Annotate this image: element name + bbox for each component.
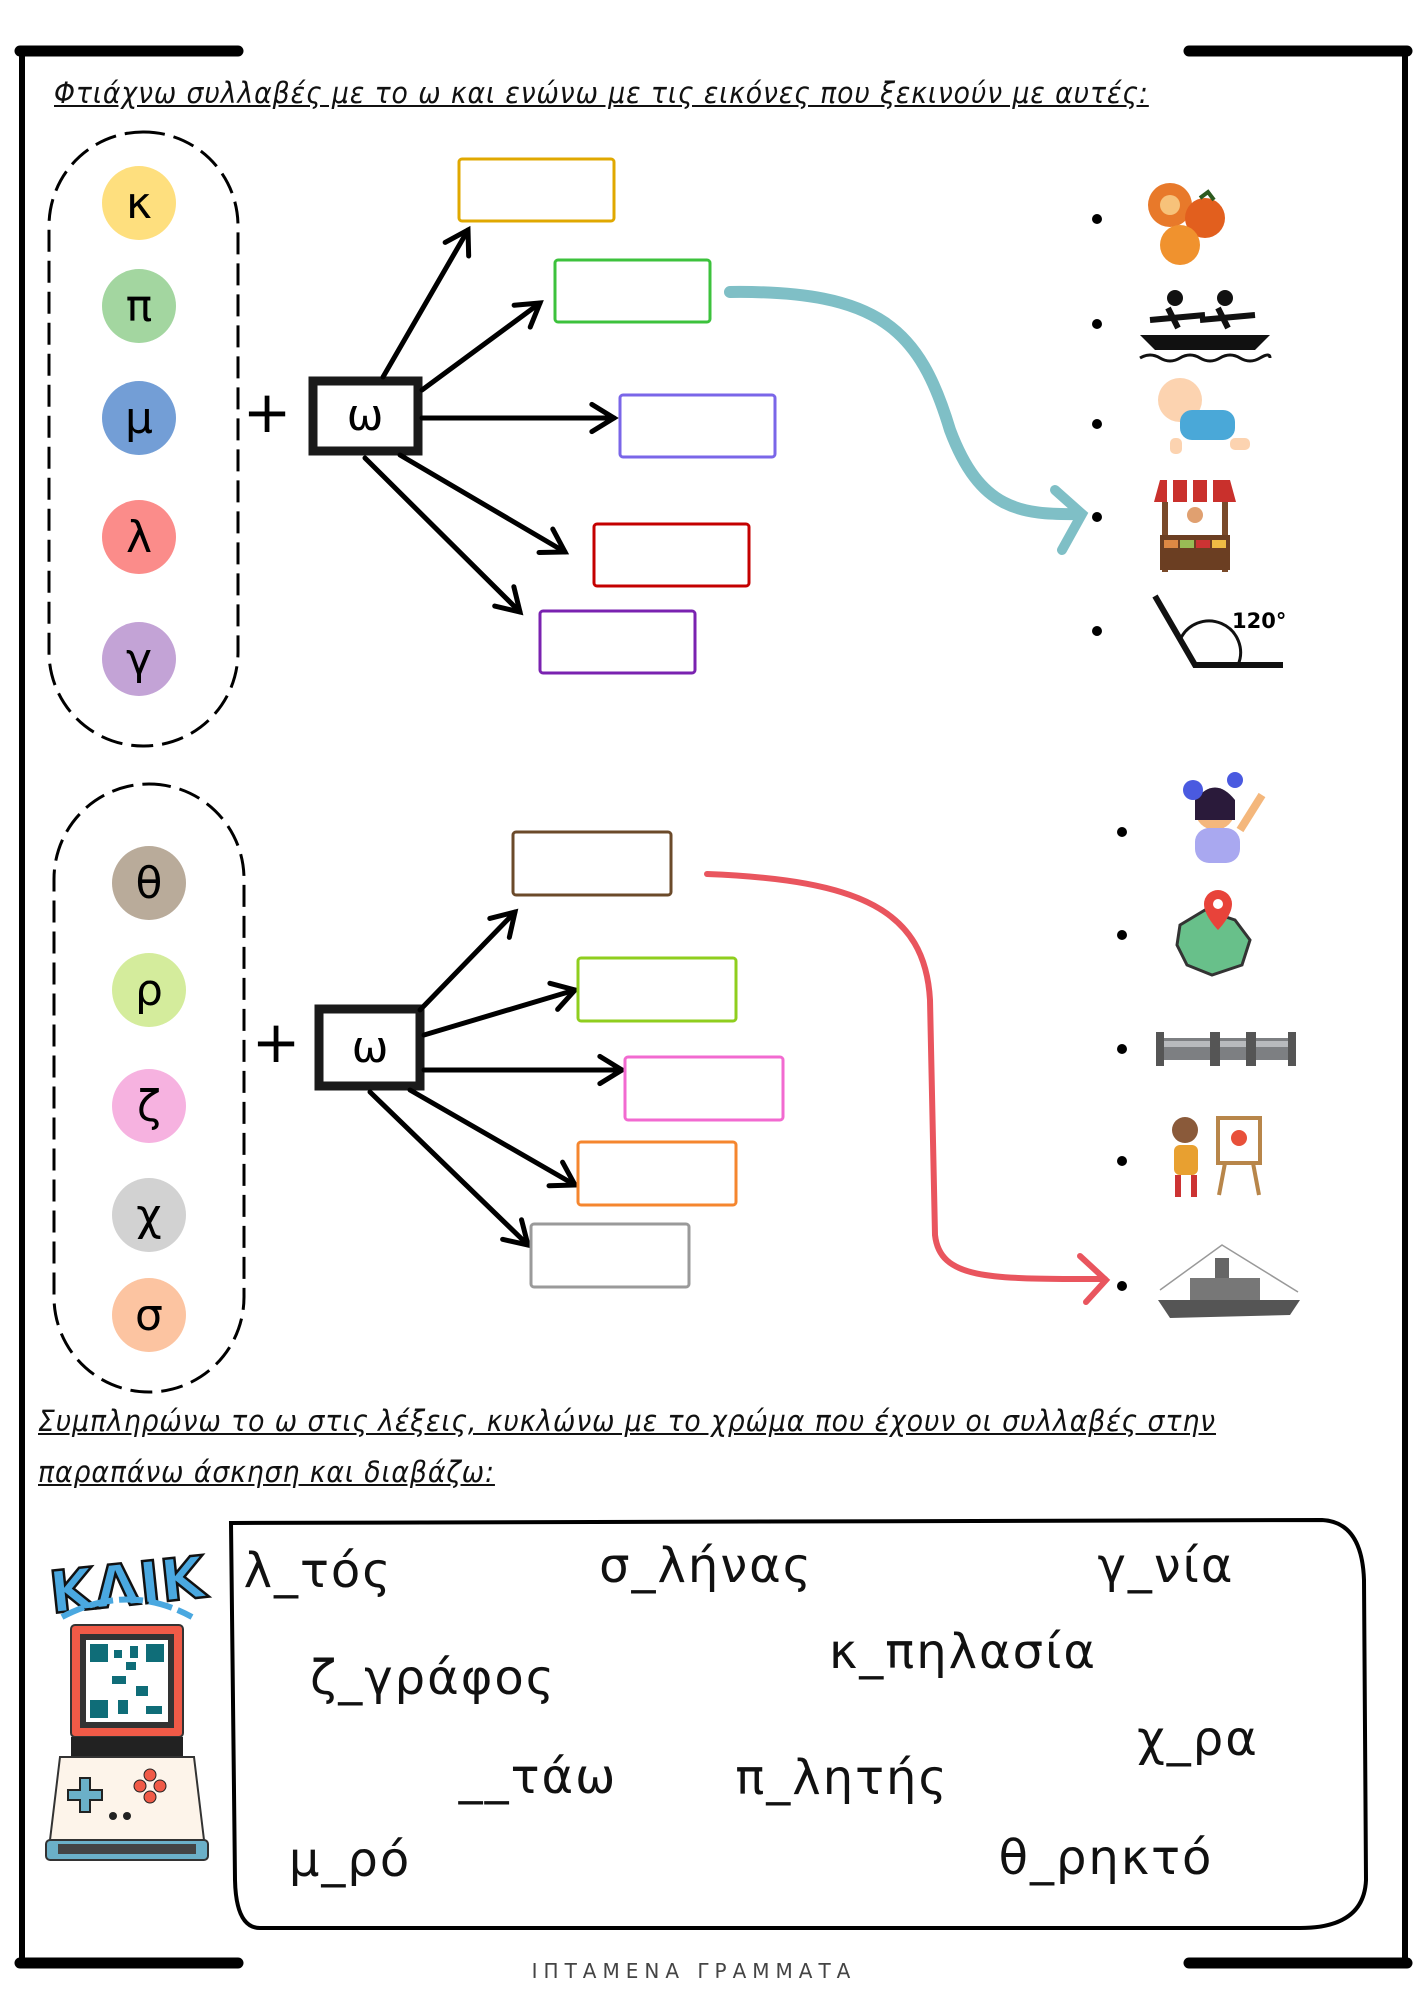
answer-box[interactable] bbox=[511, 830, 673, 897]
word-item: κ_πηλασία bbox=[829, 1624, 1097, 1680]
klik-qr-console: ΚΛΙΚ bbox=[45, 1542, 212, 1861]
word-item: ζ_γράφος bbox=[310, 1650, 556, 1706]
arrows-group bbox=[362, 225, 627, 1249]
letter-label: λ bbox=[126, 512, 152, 563]
instruction-2-line2: παραπάνω άσκηση και διαβάζω: bbox=[38, 1455, 495, 1489]
letter-circle bbox=[102, 269, 176, 343]
letter-circle bbox=[112, 846, 186, 920]
letter-label: σ bbox=[135, 1290, 163, 1341]
words-box bbox=[228, 1517, 1369, 1930]
angle-image: 120° bbox=[1152, 594, 1286, 668]
confused-girl-image bbox=[1183, 772, 1266, 863]
answer-box[interactable] bbox=[538, 609, 697, 675]
market-stall-image bbox=[1154, 480, 1236, 572]
plus-sign-1: + bbox=[243, 378, 292, 446]
answer-box[interactable] bbox=[592, 522, 751, 588]
word-item: θ_ρηκτό bbox=[998, 1830, 1214, 1886]
letter-label: κ bbox=[126, 178, 152, 229]
example-connector-1 bbox=[724, 285, 1089, 555]
omega-letter-2: ω bbox=[352, 1022, 389, 1073]
arrow bbox=[407, 1087, 580, 1189]
letters-capsule-2 bbox=[52, 782, 246, 1394]
word-item: λ_τός bbox=[243, 1543, 393, 1599]
word-item: __τάω bbox=[458, 1749, 618, 1805]
example-connector-2 bbox=[704, 871, 1111, 1305]
answer-box[interactable] bbox=[576, 1140, 738, 1207]
footer-brand: ΙΠΤΑΜΕΝΑ ΓΡΑΜΜΑΤΑ bbox=[531, 1959, 857, 1983]
omega-letter-1: ω bbox=[347, 390, 384, 441]
arrow bbox=[417, 908, 519, 1013]
map-pin-image bbox=[1175, 890, 1252, 977]
letter-circle bbox=[102, 166, 176, 240]
arrow bbox=[380, 225, 472, 380]
arrow bbox=[421, 980, 580, 1038]
letter-circle bbox=[112, 1278, 186, 1352]
letter-circle bbox=[112, 1178, 186, 1252]
battleship-image bbox=[1158, 1244, 1300, 1318]
arrow bbox=[421, 1053, 627, 1087]
omega-box-2 bbox=[314, 1004, 425, 1091]
answer-box[interactable] bbox=[618, 393, 777, 459]
letter-label: π bbox=[126, 281, 153, 332]
word-item: σ_λήνας bbox=[599, 1538, 813, 1594]
plus-sign-2: + bbox=[252, 1008, 301, 1076]
letter-label: ρ bbox=[135, 965, 163, 1016]
letter-label: μ bbox=[125, 393, 153, 444]
arrow bbox=[419, 300, 544, 393]
arrow bbox=[419, 401, 619, 435]
letters-capsule-1 bbox=[47, 130, 240, 748]
instruction-2-line1: Συμπληρώνω το ω στις λέξεις, κυκλώνω με … bbox=[38, 1404, 1217, 1438]
answer-box[interactable] bbox=[529, 1222, 691, 1289]
answer-box[interactable] bbox=[623, 1055, 785, 1122]
letter-circle bbox=[102, 381, 176, 455]
rowing-image bbox=[1139, 290, 1272, 363]
letter-label: γ bbox=[126, 634, 152, 685]
page-frame bbox=[14, 45, 1413, 1969]
omega-box-1 bbox=[308, 376, 423, 456]
angle-label: 120° bbox=[1232, 609, 1286, 633]
answer-box[interactable] bbox=[553, 258, 712, 324]
pipe-image bbox=[1156, 1032, 1296, 1066]
letter-circle bbox=[112, 953, 186, 1027]
letter-circle bbox=[112, 1069, 186, 1143]
bullets bbox=[1092, 214, 1127, 1291]
word-item: μ_ρό bbox=[288, 1832, 412, 1888]
letter-label: θ bbox=[136, 858, 163, 909]
letter-circle bbox=[102, 500, 176, 574]
word-item: π_λητής bbox=[735, 1750, 949, 1806]
crawling-baby-image bbox=[1158, 378, 1250, 454]
word-item: γ_νία bbox=[1097, 1538, 1235, 1594]
painter-image bbox=[1172, 1116, 1262, 1197]
letter-circle bbox=[102, 622, 176, 696]
arrow bbox=[362, 455, 524, 616]
letter-label: χ bbox=[136, 1190, 161, 1241]
answer-box[interactable] bbox=[576, 956, 738, 1023]
instruction-1: Φτιάχνω συλλαβές με το ω και ενώνω με τι… bbox=[54, 76, 1149, 110]
answer-box[interactable] bbox=[457, 157, 616, 223]
word-item: χ_ρα bbox=[1137, 1711, 1259, 1767]
arrow bbox=[367, 1089, 532, 1249]
arrow bbox=[397, 452, 570, 555]
persimmons-image bbox=[1148, 183, 1225, 265]
letter-label: ζ bbox=[137, 1081, 161, 1132]
